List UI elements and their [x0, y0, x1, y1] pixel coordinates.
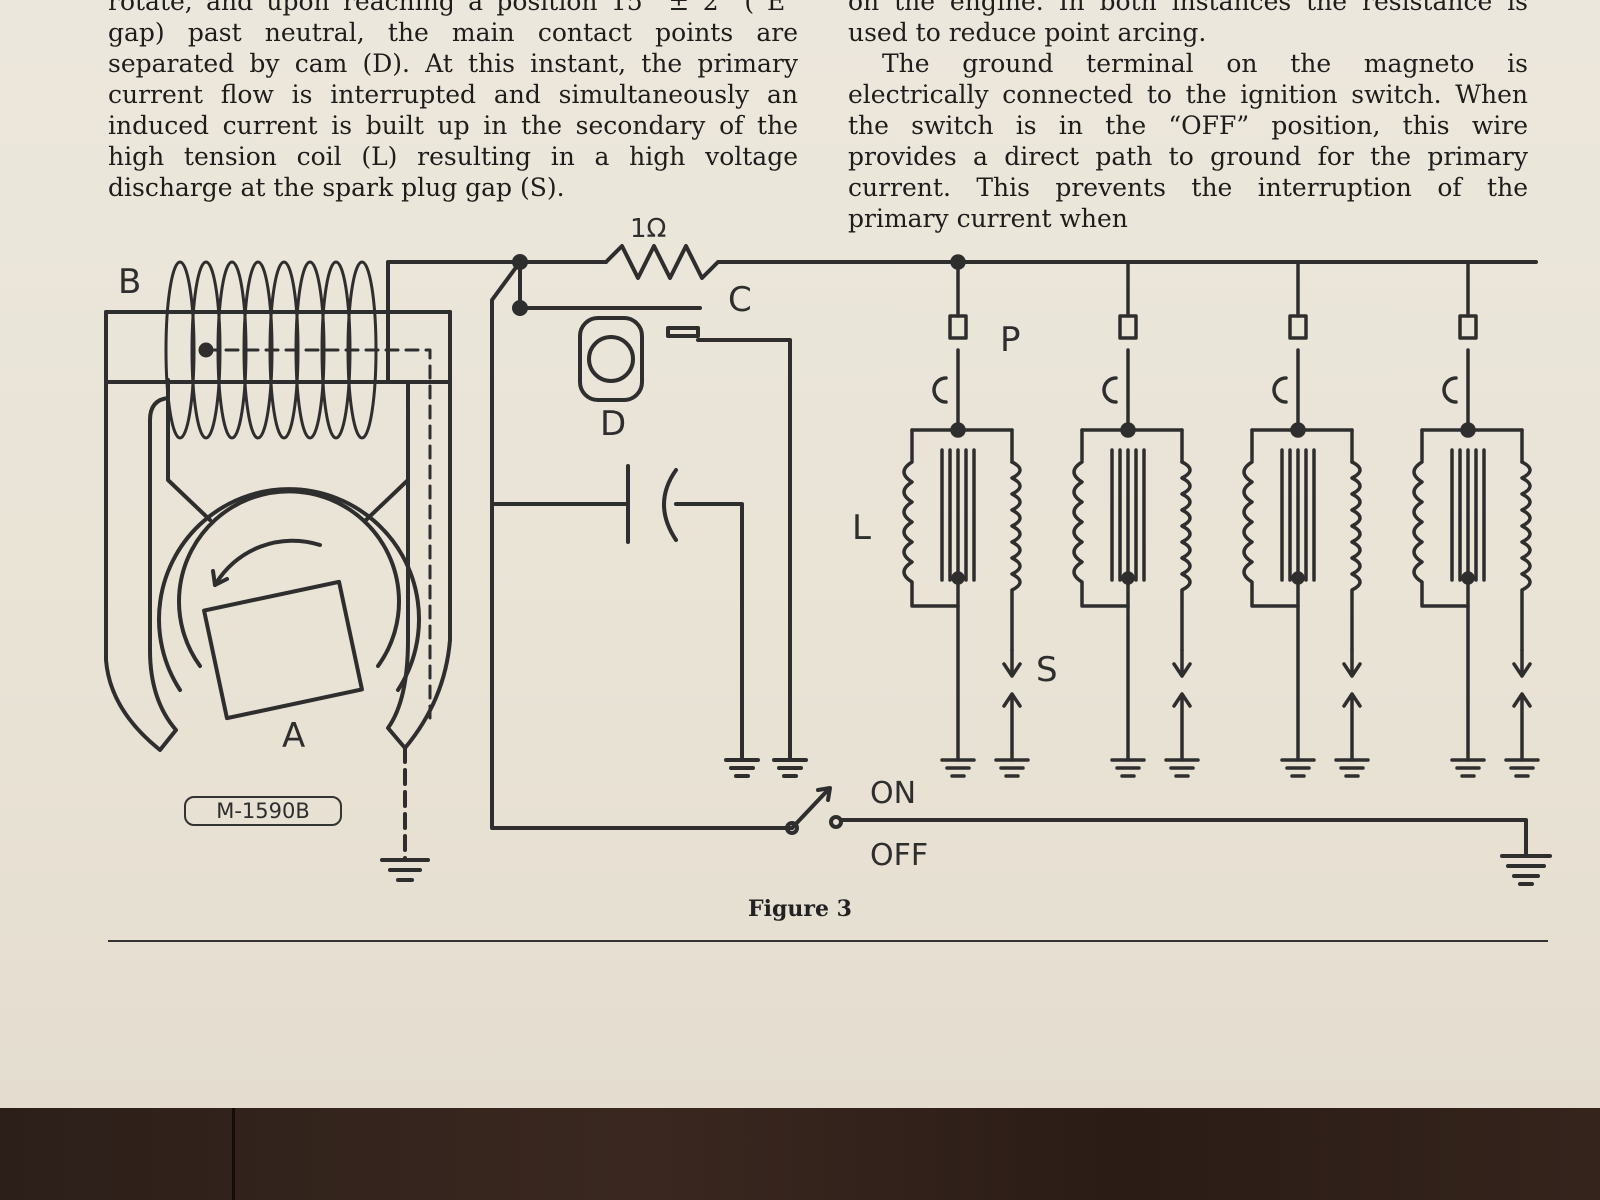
figure-caption: Figure 3	[748, 896, 852, 922]
branch-1	[902, 254, 1030, 778]
right-paragraph-2: The ground terminal on the magneto is el…	[848, 49, 1528, 233]
left-paragraph: rotate, and upon reaching a position 15°…	[108, 0, 798, 202]
rotor-a	[157, 487, 430, 882]
floor-seam	[232, 1108, 235, 1200]
primary-wire	[386, 244, 1538, 830]
label-s: S	[1036, 650, 1058, 690]
book-page: rotate, and upon reaching a position 15°…	[0, 0, 1600, 1108]
ignition-switch	[785, 786, 1552, 886]
branch-2	[1072, 260, 1200, 778]
label-p: P	[1000, 320, 1021, 360]
condenser	[490, 464, 808, 778]
branch-3	[1242, 260, 1370, 778]
model-number-box: M-1590B	[184, 796, 342, 826]
magnet-frame	[104, 310, 452, 752]
label-l: L	[852, 508, 871, 548]
branch-4	[1412, 260, 1540, 778]
primary-coil-b	[164, 260, 432, 722]
horizontal-rule	[108, 940, 1548, 942]
right-text-column: on the engine. In both instances the res…	[848, 0, 1528, 234]
left-text-column: rotate, and upon reaching a position 15°…	[108, 0, 798, 203]
label-resistor: 1Ω	[630, 214, 667, 244]
label-on: ON	[870, 776, 917, 811]
wooden-floor-background	[0, 1108, 1600, 1200]
label-b: B	[118, 262, 142, 302]
label-off: OFF	[870, 838, 929, 873]
magneto-circuit-diagram	[104, 244, 1552, 886]
breaker-points-c	[578, 316, 792, 762]
right-paragraph-1: on the engine. In both instances the res…	[848, 0, 1528, 47]
label-d: D	[600, 404, 627, 444]
label-c: C	[728, 280, 752, 320]
distributor-branches	[902, 254, 1540, 778]
label-a: A	[282, 716, 306, 756]
